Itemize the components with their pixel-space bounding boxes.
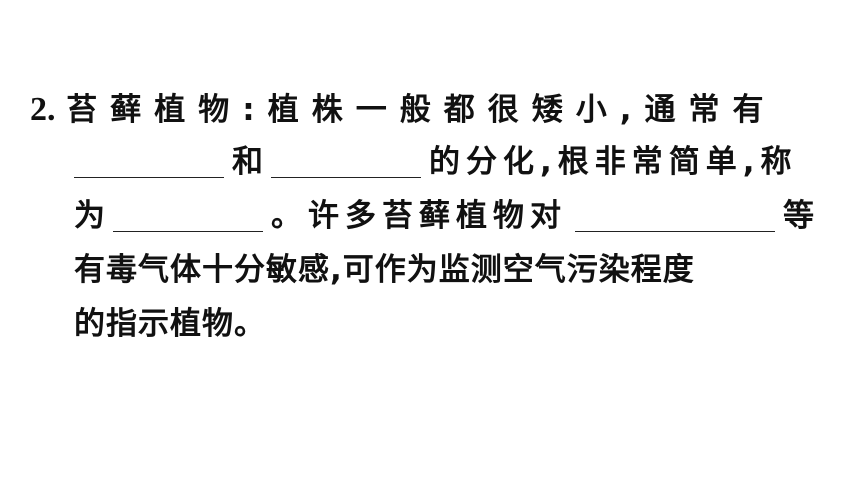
line-1-text: 苔藓植物:植株一般都很矮小,通常有 — [66, 92, 777, 128]
line-2-text: 的分化,根非常简单,称 — [429, 144, 798, 180]
answer-blank-4[interactable] — [575, 201, 775, 232]
line-3-suffix: 等 — [783, 198, 814, 234]
question-line-5: 的指示植物。 — [74, 306, 266, 342]
answer-blank-3[interactable] — [113, 201, 263, 232]
question-line-1: 2. 苔藓植物:植株一般都很矮小,通常有 — [30, 90, 776, 130]
line-3-text: 。许多苔藓植物对 — [271, 198, 567, 234]
question-line-2: 和 的分化,根非常简单,称 — [74, 142, 798, 182]
question-line-3: 为 。许多苔藓植物对 等 — [74, 196, 814, 236]
answer-blank-1[interactable] — [74, 147, 224, 178]
question-line-4: 有毒气体十分敏感,可作为监测空气污染程度 — [74, 252, 695, 288]
line-2-and: 和 — [232, 144, 263, 180]
line-3-prefix: 为 — [74, 198, 105, 234]
question-number: 2. — [30, 91, 56, 128]
answer-blank-2[interactable] — [271, 147, 421, 178]
